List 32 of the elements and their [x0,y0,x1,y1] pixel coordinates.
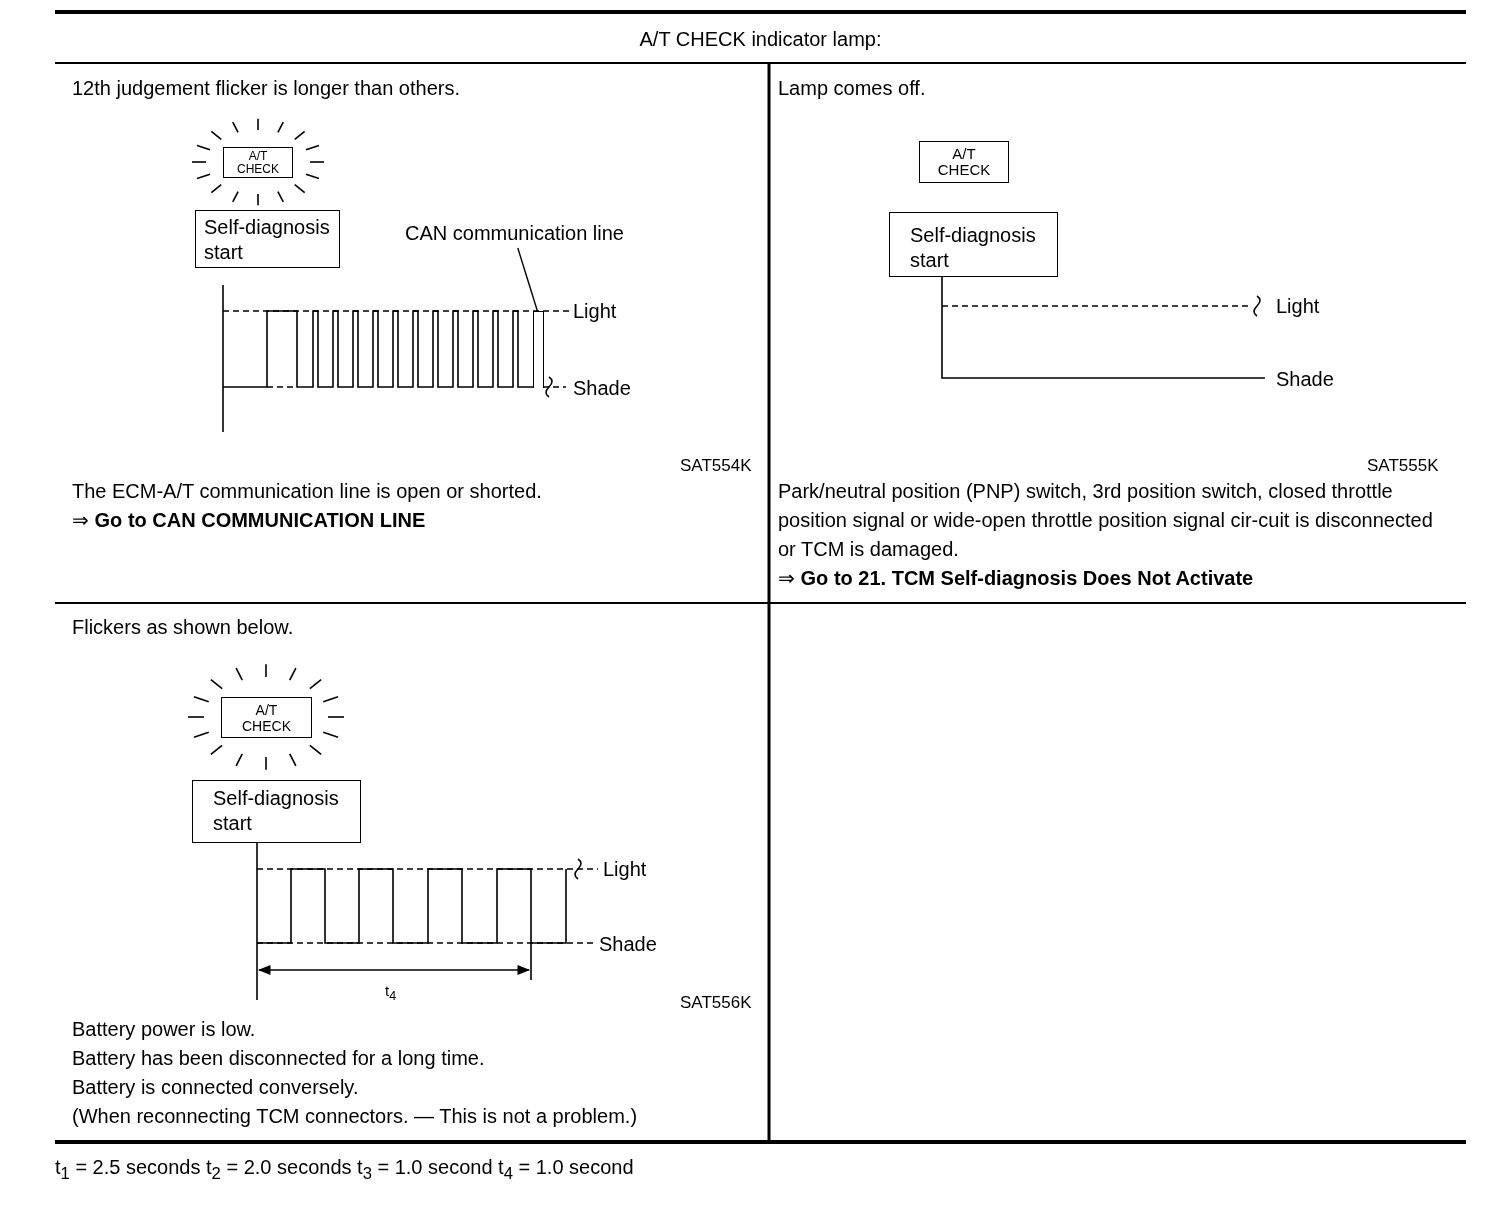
description-text: Battery is connected conversely. [72,1075,359,1100]
level-label: Shade [573,376,631,401]
table-header: A/T CHECK indicator lamp: [638,27,883,52]
level-label: Light [1276,294,1320,319]
figure-code: SAT555K [1367,455,1439,477]
level-label: Shade [1276,367,1334,392]
description-text: 12th judgement flicker is longer than others. [72,76,460,101]
instruction-text: ⇒ Go to 21. TCM Self-diagnosis Does Not Activate [778,566,1254,591]
level-label: Shade [599,932,657,957]
indicator-lamp: A/T CHECK [919,141,1009,183]
status-box: Self-diagnosis start [195,210,340,268]
indicator-lamp: A/T CHECK [221,697,312,738]
instruction-text: ⇒ Go to CAN COMMUNICATION LINE [72,508,426,533]
description-text: Lamp comes off. [778,76,926,101]
signal-pulse [533,311,544,388]
status-box: Self-diagnosis start [192,780,361,843]
indicator-lamp: A/T CHECK [223,147,293,178]
description-text: The ECM-A/T communication line is open or shorted. [72,479,542,504]
dimension-label: t$_{4}$ [385,981,397,1005]
figure-code: SAT554K [680,455,752,477]
description-text: Park/neutral position (PNP) switch, 3rd position switch, closed throttle position signal or wide-open throttle position signal cir-cuit is disconnected or TCM is damaged. [778,479,1434,562]
level-label: Light [573,299,617,324]
description-text: Flickers as shown below. [72,615,294,640]
description-text: Battery power is low. [72,1017,256,1042]
leader-line [517,247,539,312]
figure-code: SAT556K [680,992,752,1014]
callout-label: CAN communication line [405,220,640,248]
level-label: Light [603,857,647,882]
caption: t$_{1}$ = 2.5 seconds t$_{2}$ = 2.0 seconds t$_{3}$ = 1.0 second t$_{4}$ = 1.0 second [55,1155,634,1185]
description-text: Battery has been disconnected for a long time. [72,1046,485,1071]
status-box: Self-diagnosis start [889,212,1058,277]
description-text: (When reconnecting TCM connectors. — This is not a problem.) [72,1104,638,1129]
